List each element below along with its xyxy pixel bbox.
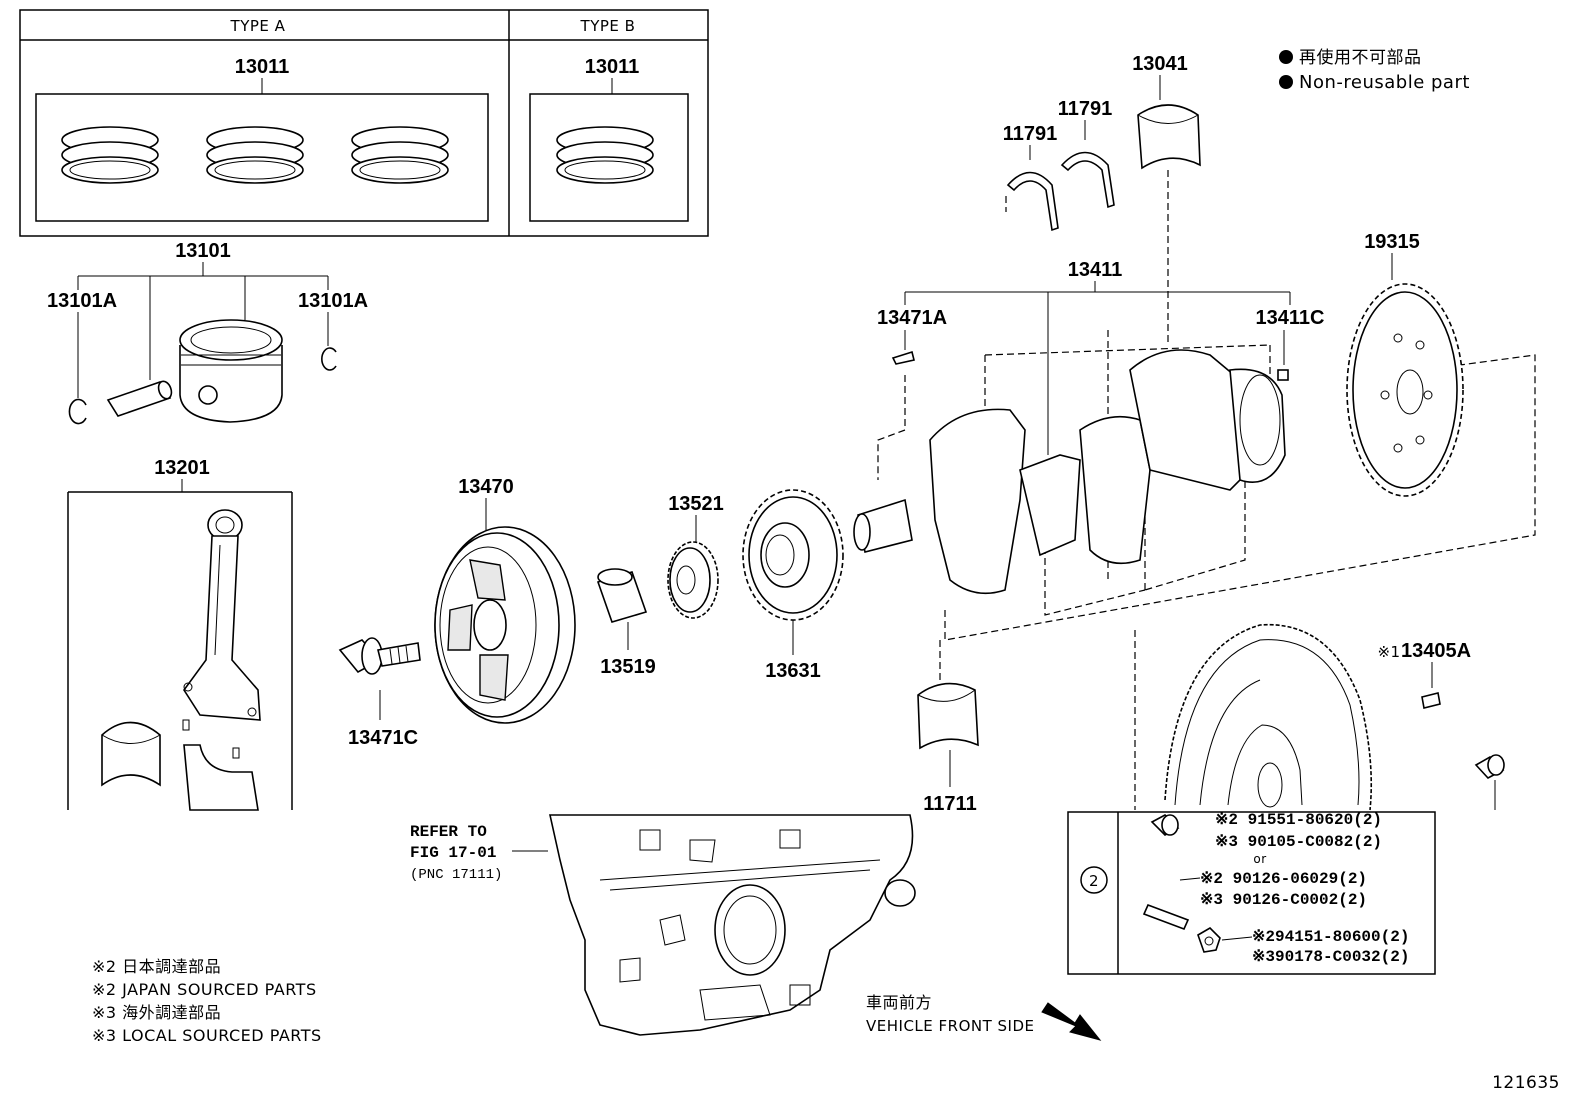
timing-cover-icon[interactable] (549, 814, 916, 1036)
or-text: or (1253, 852, 1266, 866)
part-11791-label-a[interactable]: 11791 (1003, 123, 1058, 145)
part-13101a-right-label[interactable]: 13101A (298, 290, 368, 312)
piston-ring-set-icon[interactable] (351, 126, 449, 184)
vehicle-front-en: VEHICLE FRONT SIDE (866, 1017, 1035, 1035)
type-a-header: TYPE A (230, 17, 286, 35)
crank-key-icon[interactable] (891, 350, 915, 365)
figure-id: 121635 (1492, 1073, 1560, 1093)
refer-line-2[interactable]: FIG 17-01 (410, 844, 496, 862)
part-13201-label[interactable]: 13201 (154, 457, 210, 479)
part-13101-label[interactable]: 13101 (175, 240, 231, 262)
crank-sprocket-group: 13521 (667, 493, 724, 619)
connecting-rod-group: 13201 (67, 457, 293, 811)
variant-circle-icon (1080, 866, 1108, 894)
bolt-part-5[interactable]: ※294151-80600(2) (1252, 928, 1409, 946)
crank-pin-icon[interactable] (1277, 369, 1289, 381)
crank-spacer-icon[interactable] (596, 568, 648, 623)
flywheel-bolt-a-icon[interactable] (1150, 814, 1180, 836)
piston-ring-set-icon[interactable] (556, 126, 654, 184)
crankshaft-group: 13411 13471A 13411C (853, 259, 1536, 641)
part-13405a-mark: ※1 (1377, 643, 1400, 661)
piston-pin-icon[interactable] (106, 379, 174, 417)
part-13519-label[interactable]: 13519 (600, 656, 656, 678)
flywheel-bolt-icon[interactable] (1474, 754, 1505, 779)
crank-pulley-group: 13470 (434, 476, 576, 724)
type-b-header: TYPE B (580, 17, 636, 35)
piston-icon[interactable] (179, 319, 283, 423)
flywheel-group: ※1 13405A (1134, 623, 1505, 811)
part-13470-label[interactable]: 13470 (458, 476, 514, 498)
rod-cap-icon[interactable] (182, 719, 259, 811)
crank-spacer-group: 13519 (596, 568, 656, 678)
vehicle-front-indicator: 車両前方 VEHICLE FRONT SIDE (866, 993, 1102, 1041)
variant-number: 2 (1089, 872, 1099, 890)
bolt-part-1[interactable]: ※2 91551-80620(2) (1215, 811, 1382, 829)
crank-gear-group: 13631 (742, 489, 844, 682)
pulley-bolt-group: 13471C (338, 637, 421, 749)
part-13631-label[interactable]: 13631 (765, 660, 821, 682)
timing-rotor-group: 19315 (1346, 231, 1464, 497)
connecting-rod-icon[interactable] (183, 509, 261, 721)
refer-line-3: (PNC 17111) (410, 867, 502, 883)
legend: 再使用不可部品 Non-reusable part (1279, 47, 1470, 93)
piston-ring-set-icon[interactable] (206, 126, 304, 184)
part-13011-type-a-label[interactable]: 13011 (235, 56, 290, 78)
non-reusable-dot-icon (1279, 50, 1293, 64)
front-arrow-icon (1041, 1002, 1102, 1041)
part-13471c-label[interactable]: 13471C (348, 727, 418, 749)
piston-ring-set-icon[interactable] (61, 126, 159, 184)
flywheel-dowel-icon[interactable] (1421, 692, 1441, 709)
nut-icon[interactable] (1197, 926, 1221, 953)
bolt-part-3[interactable]: ※2 90126-06029(2) (1200, 870, 1367, 888)
part-13405a-label[interactable]: 13405A (1401, 640, 1471, 662)
vehicle-front-jp: 車両前方 (866, 993, 932, 1012)
part-13101a-left-label[interactable]: 13101A (47, 290, 117, 312)
thrust-washer-icon[interactable] (1060, 151, 1115, 209)
note-2: ※2 JAPAN SOURCED PARTS (92, 980, 317, 999)
note-3: ※3 海外調達部品 (92, 1003, 221, 1022)
piston-ring-box: TYPE A TYPE B 13011 13011 (19, 9, 709, 237)
flywheel-icon[interactable] (1164, 623, 1373, 811)
legend-jp: 再使用不可部品 (1299, 47, 1422, 68)
part-11711-label[interactable]: 11711 (923, 793, 976, 815)
part-13041-label[interactable]: 13041 (1132, 53, 1188, 75)
main-bearing-lower-icon[interactable] (917, 682, 979, 750)
bolt-part-2[interactable]: ※3 90105-C0082(2) (1215, 833, 1382, 851)
part-13411-label[interactable]: 13411 (1068, 259, 1123, 281)
bolt-part-6[interactable]: ※390178-C0032(2) (1252, 948, 1409, 966)
bolt-table: 2 ※2 91551-80620(2) ※3 90105-C0082(2) or… (1067, 811, 1436, 975)
legend-en: Non-reusable part (1299, 72, 1470, 93)
piston-assembly-group: 13101 13101A 13101A (47, 240, 368, 425)
crank-pulley-icon[interactable] (434, 526, 576, 724)
crank-gear-icon[interactable] (742, 489, 844, 621)
part-13411c-label[interactable]: 13411C (1256, 307, 1325, 329)
non-reusable-dot-icon (1279, 75, 1293, 89)
refer-line-1: REFER TO (410, 823, 487, 841)
notes: ※2 日本調達部品 ※2 JAPAN SOURCED PARTS ※3 海外調達… (92, 957, 322, 1045)
timing-cover-group: REFER TO FIG 17-01 (PNC 17111) (410, 814, 916, 1036)
snap-ring-icon[interactable] (321, 347, 337, 371)
bolt-part-4[interactable]: ※3 90126-C0002(2) (1200, 891, 1367, 909)
timing-rotor-icon[interactable] (1346, 283, 1464, 497)
part-19315-label[interactable]: 19315 (1364, 231, 1420, 253)
main-bearing-lower-group: 11711 (917, 640, 979, 815)
part-11791-label-b[interactable]: 11791 (1058, 98, 1113, 120)
note-1: ※2 日本調達部品 (92, 957, 221, 976)
note-4: ※3 LOCAL SOURCED PARTS (92, 1026, 322, 1045)
thrust-washer-group: 11791 11791 13041 (1003, 53, 1201, 345)
rod-bearing-icon[interactable] (101, 721, 161, 787)
snap-ring-icon[interactable] (68, 398, 87, 425)
part-13011-type-b-label[interactable]: 13011 (585, 56, 640, 78)
thrust-washer-icon[interactable] (1006, 171, 1059, 232)
stud-bolt-icon[interactable] (1142, 903, 1190, 931)
part-13521-label[interactable]: 13521 (668, 493, 724, 515)
crankshaft-icon[interactable] (853, 349, 1286, 595)
crank-sprocket-icon[interactable] (667, 541, 719, 619)
part-13471a-label[interactable]: 13471A (877, 307, 947, 329)
main-bearing-upper-icon[interactable] (1137, 104, 1201, 170)
pulley-bolt-icon[interactable] (338, 637, 421, 675)
